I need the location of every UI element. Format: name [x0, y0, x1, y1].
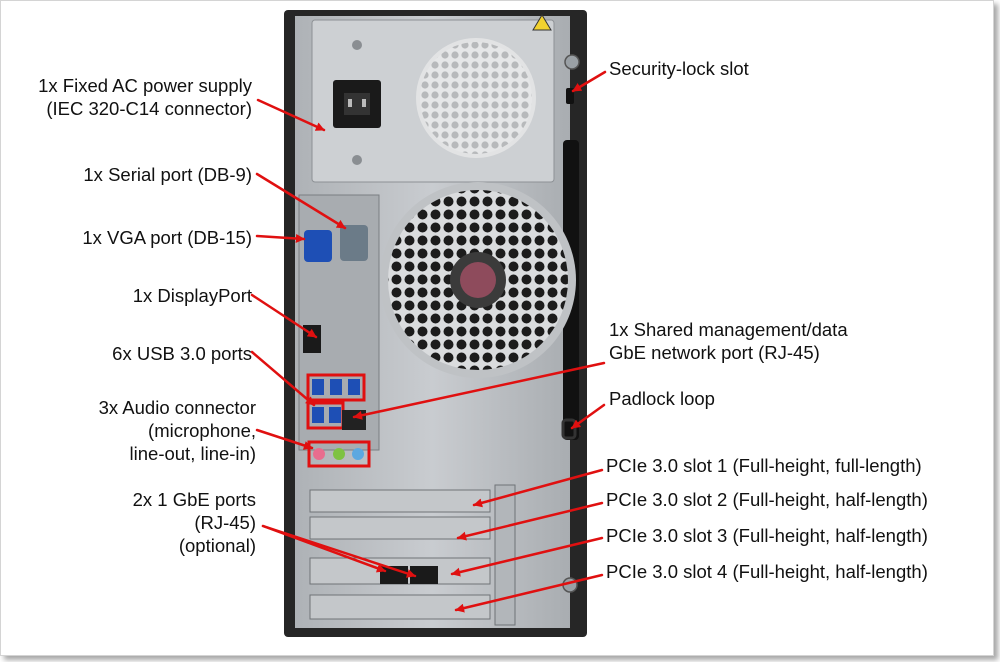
callout-arrows	[250, 70, 607, 613]
label-serial-port: 1x Serial port (DB-9)	[83, 164, 252, 185]
thumbscrew-top	[564, 54, 580, 70]
arrow-displayport	[250, 293, 318, 339]
label-padlock: Padlock loop	[609, 388, 715, 409]
arrow-audio	[255, 428, 314, 450]
arrow-gbe-b	[261, 524, 417, 578]
arrow-pcie1	[472, 468, 604, 508]
mgmt-port-shape	[342, 410, 366, 430]
arrow-vga-port	[255, 233, 306, 243]
label-pcie1: PCIe 3.0 slot 1 (Full-height, full-lengt…	[606, 455, 922, 476]
label-usb-ports: 6x USB 3.0 ports	[112, 343, 252, 364]
label-pcie2: PCIe 3.0 slot 2 (Full-height, half-lengt…	[606, 489, 928, 510]
arrow-pcie2	[456, 501, 604, 541]
arrow-padlock	[570, 403, 606, 430]
vga-port-shape	[304, 230, 332, 262]
arrow-power-supply	[256, 98, 326, 132]
label-power-supply: 1x Fixed AC power supply(IEC 320-C14 con…	[38, 75, 252, 119]
label-pcie3: PCIe 3.0 slot 3 (Full-height, half-lengt…	[606, 525, 928, 546]
power-supply-unit	[311, 14, 555, 183]
audio-connectors-shape	[307, 440, 371, 468]
pcie-slots	[309, 484, 516, 626]
security-lock-slot-shape	[566, 88, 574, 104]
warning-icon	[532, 14, 552, 31]
gbe-port-b	[410, 566, 438, 584]
arrow-mgmt-port	[352, 361, 606, 420]
arrow-pcie3	[450, 536, 604, 577]
label-displayport: 1x DisplayPort	[132, 285, 252, 306]
arrow-security-lock	[571, 70, 607, 93]
label-gbe-ports: 2x 1 GbE ports(RJ-45)(optional)	[132, 489, 256, 556]
label-vga-port: 1x VGA port (DB-15)	[82, 227, 252, 248]
system-fan	[380, 182, 576, 378]
label-pcie4: PCIe 3.0 slot 4 (Full-height, half-lengt…	[606, 561, 928, 582]
arrow-usb-ports	[250, 350, 316, 407]
arrow-pcie4	[454, 573, 604, 613]
label-audio: 3x Audio connector(microphone,line-out, …	[98, 397, 256, 464]
serial-port-shape	[340, 225, 368, 261]
arrow-serial-port	[255, 172, 347, 230]
label-security-lock: Security-lock slot	[609, 58, 749, 79]
io-panel	[298, 194, 380, 468]
padlock-loop-shape	[561, 418, 577, 440]
